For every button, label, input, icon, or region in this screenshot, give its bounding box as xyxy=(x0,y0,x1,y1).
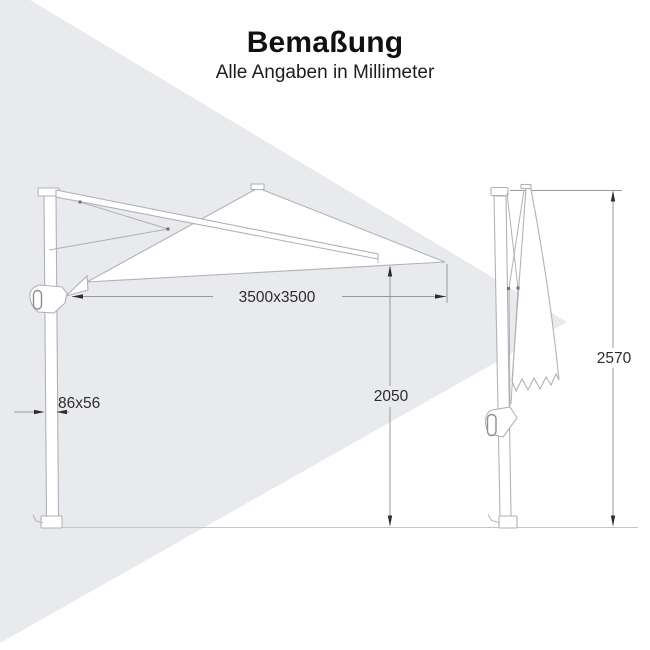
rib-joint-dot-2 xyxy=(516,286,520,290)
arrowhead-right xyxy=(435,294,446,299)
closed-canopy-panel xyxy=(511,187,560,393)
arm-joint-dot xyxy=(78,200,82,204)
brace-joint-dot xyxy=(166,227,170,231)
open-umbrella-view: 3500x3500 2050 86x56 xyxy=(14,183,448,529)
mast-profile-dimension: 86x56 xyxy=(14,395,100,415)
mast-profile-label: 86x56 xyxy=(58,395,100,412)
arm-brace-lower xyxy=(48,228,169,251)
mast-pole xyxy=(43,195,60,517)
clearance-dimension: 2050 xyxy=(374,265,409,527)
arrowhead-up xyxy=(610,190,616,202)
base-foot-hook xyxy=(487,514,499,523)
mast-pole xyxy=(493,195,512,517)
fold-line-3 xyxy=(508,287,511,407)
page-title: Bemaßung xyxy=(246,26,404,59)
canopy-dimension-label: 3500x3500 xyxy=(239,289,316,306)
canopy-dimension: 3500x3500 xyxy=(72,264,448,306)
arrowhead-down xyxy=(387,515,393,527)
rib-joint-dot-1 xyxy=(507,287,510,290)
mast-top-cap xyxy=(490,186,509,197)
fold-line-4 xyxy=(510,287,519,405)
base-plate-block xyxy=(498,515,518,529)
watermark-shape xyxy=(0,0,567,643)
canopy-tip-cap xyxy=(520,183,532,190)
closed-canopy xyxy=(506,183,560,407)
base-foot-hook xyxy=(32,514,44,524)
closed-umbrella-view: 2570 xyxy=(484,183,632,529)
crank-handle xyxy=(486,413,497,437)
cantilever-arm xyxy=(48,189,379,263)
height-dimension-label: 2570 xyxy=(597,350,632,367)
base-plate xyxy=(487,514,518,529)
clearance-dimension-label: 2050 xyxy=(374,388,409,405)
base-plate-block xyxy=(40,515,63,529)
base-plate xyxy=(32,514,63,529)
canopy-corner-pocket xyxy=(65,274,89,297)
fold-line-2 xyxy=(508,189,525,289)
crank-handle xyxy=(32,289,43,310)
height-dimension: 2570 xyxy=(597,190,632,527)
crank-housing xyxy=(29,274,89,314)
arrowhead-down xyxy=(610,515,616,527)
arrowhead-inward-right xyxy=(56,409,67,415)
crank-housing xyxy=(484,406,518,438)
page-subtitle: Alle Angaben in Millimeter xyxy=(215,62,435,83)
arrowhead-left xyxy=(72,294,83,299)
arm-brace-upper xyxy=(79,201,169,230)
arrowhead-inward-left xyxy=(34,409,45,415)
watermark xyxy=(0,0,567,643)
arrowhead-up xyxy=(387,265,393,277)
fold-line-1 xyxy=(506,192,519,289)
canopy-apex-cap xyxy=(250,183,265,191)
